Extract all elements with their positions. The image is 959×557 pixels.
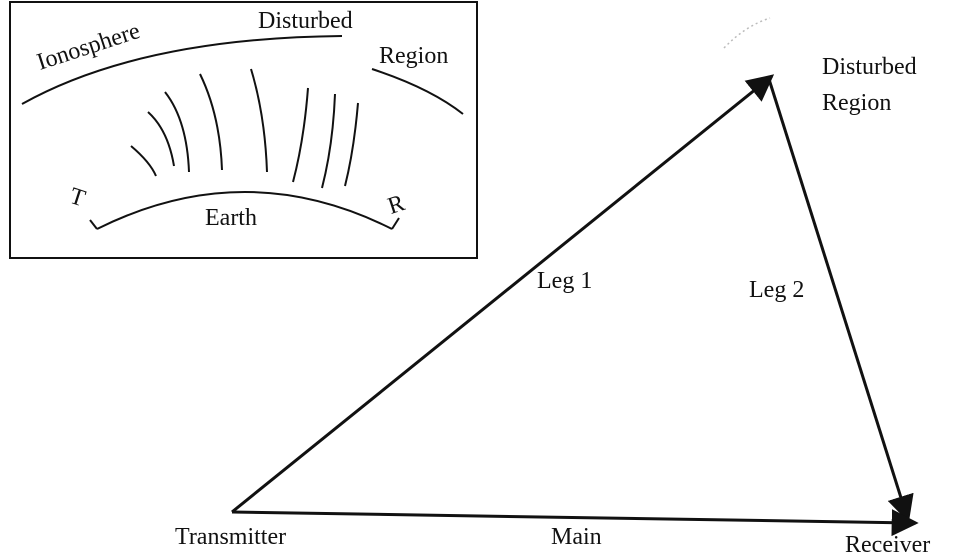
inset-disturbed-label: Disturbed [258,8,353,34]
leg-1-label: Leg 1 [537,268,592,294]
disturbed-region-label-line2: Region [822,90,891,116]
field-line-8 [344,102,359,187]
leg-2-label: Leg 2 [749,277,804,303]
signal-triangle [231,74,919,537]
field-line-4 [199,73,223,171]
field-line-6 [292,87,309,183]
leg-2-arrow [766,75,914,523]
transmitter-bracket [89,219,98,230]
disturbed-region-mark [723,17,771,49]
disturbed-region-label-line1: Disturbed [822,54,917,80]
inset-region-label: Region [379,43,448,69]
ionosphere-arc-right [371,68,464,115]
field-line-7 [321,93,336,189]
main-path-label: Main [551,524,602,550]
receiver-label: Receiver [845,532,930,557]
leg-1-arrow [231,74,775,514]
field-line-1 [130,145,157,177]
ionosphere-label: Ionosphere [34,18,143,76]
ionosphere-arc-left [21,35,343,105]
inset-frame [9,1,478,259]
earth-arc [96,191,393,230]
earth-label: Earth [205,205,257,231]
receiver-bracket [391,217,400,230]
main-path-arrow [231,509,919,537]
field-line-3 [164,91,190,173]
t-label: T [66,183,88,212]
inset-panel: Ionosphere Disturbed Region Earth T R [9,1,478,259]
transmitter-label: Transmitter [175,524,286,550]
field-line-2 [147,111,175,167]
r-label: R [385,190,408,220]
field-line-5 [250,68,268,173]
